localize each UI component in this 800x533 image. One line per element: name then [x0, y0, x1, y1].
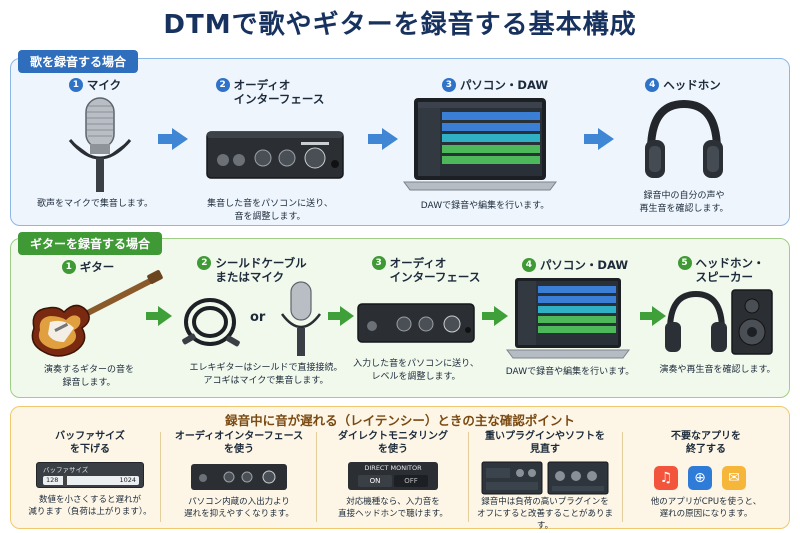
latency-point-interface: オーディオインターフェース を使う パソコン内蔵の入出力より 遅れを抑えやすくな… [164, 430, 314, 525]
vocal-step-daw-desc: DAWで録音や編集を行います。 [420, 201, 550, 211]
step-number: 1 [68, 78, 83, 92]
latency-point-buffer: バッファサイズ を下げる バッファサイズ 128 1024 数値を小さくすると遅… [20, 430, 160, 525]
laptop-daw-icon [403, 98, 557, 191]
audio-interface-icon [206, 131, 344, 179]
buffer-slider[interactable]: 128 1024 [43, 475, 139, 486]
condenser-mic-icon [280, 281, 322, 356]
step-number: 1 [61, 260, 76, 274]
latency-point-apps: 不要なアプリを 終了する ♫ ⊕ ✉ 他のアプリがCPUを使うと、 遅れの原因に… [626, 430, 786, 525]
direct-monitor-on-button[interactable]: ON [358, 475, 392, 487]
point-title: 重いプラグインやソフトを 見直す [485, 431, 605, 455]
buffer-max-label: 1024 [119, 476, 136, 484]
point-desc: 対応機種なら、入力音を 直接ヘッドホンで聴けます。 [338, 497, 448, 519]
latency-point-plugins: 重いプラグインやソフトを 見直す 録音中は負荷の高いプラグインを オフにすると改… [470, 430, 620, 531]
step-title: ヘッドホン [663, 78, 721, 92]
arrow-right-icon [158, 128, 188, 150]
point-desc: パソコン内蔵の入出力より 遅れを抑えやすくなります。 [184, 497, 294, 519]
step-number: 4 [645, 78, 660, 92]
guitar-step-daw-desc: DAWで録音や編集を行います。 [505, 367, 635, 377]
guitar-section-tag: ギターを録音する場合 [18, 232, 163, 255]
arrow-right-icon [584, 128, 614, 150]
or-label: or [250, 310, 266, 325]
step-number: 2 [215, 78, 230, 92]
arrow-right-icon [146, 306, 172, 326]
step-number: 4 [521, 258, 536, 272]
guitar-step-cable-desc: エレキギターはシールドで直接接続。 アコギはマイクで集音します。 [189, 363, 343, 386]
step-title: オーディオ インターフェース [233, 78, 325, 106]
browser-app-icon: ⊕ [688, 466, 712, 490]
point-title: 不要なアプリを 終了する [671, 431, 741, 455]
step-title: オーディオ インターフェース [389, 256, 481, 284]
plugin-window-icon [481, 461, 609, 495]
guitar-step-guitar-desc: 演奏するギターの音を 録音します。 [43, 365, 134, 388]
buffer-min-label: 128 [46, 476, 59, 484]
latency-point-direct-monitor: ダイレクトモニタリング を使う DIRECT MONITOR ON OFF 対応… [320, 430, 466, 525]
laptop-daw-icon [506, 278, 630, 359]
condenser-mic-icon [68, 97, 132, 192]
point-desc: 他のアプリがCPUを使うと、 遅れの原因になります。 [650, 497, 762, 519]
speaker-icon [731, 289, 773, 355]
audio-interface-icon [191, 464, 287, 490]
step-title: パソコン・DAW [459, 78, 549, 92]
buffer-size-label: バッファサイズ [43, 466, 89, 474]
headphones-icon [645, 99, 723, 178]
step-title: マイク [86, 78, 122, 92]
headphones-icon [665, 290, 727, 352]
point-desc: 数値を小さくすると遅れが 減ります（負荷は上がります）。 [28, 495, 152, 517]
guitar-step-interface-desc: 入力した音をパソコンに送り、 レベルを調整します。 [353, 359, 479, 382]
step-number: 2 [197, 256, 212, 270]
vocal-section-tag: 歌を録音する場合 [18, 50, 139, 73]
music-app-icon: ♫ [654, 466, 678, 490]
direct-monitor-off-button[interactable]: OFF [394, 475, 428, 487]
divider [468, 432, 469, 522]
divider [622, 432, 623, 522]
step-title: パソコン・DAW [539, 258, 629, 272]
point-desc: 録音中は負荷の高いプラグインを オフにすると改善することがあります。 [476, 497, 614, 531]
page-title: DTMで歌やギターを録音する基本構成 [163, 10, 637, 40]
vocal-step-interface-desc: 集音した音をパソコンに送り、 音を調整します。 [207, 199, 333, 222]
step-title: シールドケーブル またはマイク [215, 256, 307, 284]
electric-guitar-icon [31, 270, 163, 357]
step-number: 5 [677, 256, 692, 270]
arrow-right-icon [368, 128, 398, 150]
step-number: 3 [371, 256, 386, 270]
direct-monitor-label: DIRECT MONITOR [364, 464, 422, 472]
step-number: 3 [441, 78, 456, 92]
slider-thumb[interactable] [63, 475, 67, 486]
divider [160, 432, 161, 522]
shield-cable-icon [182, 298, 240, 347]
arrow-right-icon [640, 306, 666, 326]
buffer-size-widget: バッファサイズ 128 1024 [36, 462, 144, 488]
mail-app-icon: ✉ [722, 466, 746, 490]
audio-interface-icon [357, 303, 475, 343]
point-title: ダイレクトモニタリング を使う [338, 431, 448, 455]
arrow-right-icon [328, 306, 354, 326]
step-title: ギター [79, 260, 115, 274]
vocal-step-mic-desc: 歌声をマイクで集音します。 [37, 199, 153, 209]
step-title: ヘッドホン・ スピーカー [695, 256, 765, 284]
point-title: バッファサイズ を下げる [55, 431, 125, 455]
guitar-step-monitor-desc: 演奏や再生音を確認します。 [659, 365, 776, 375]
direct-monitor-widget: DIRECT MONITOR ON OFF [348, 462, 438, 490]
divider [316, 432, 317, 522]
vocal-step-headphones-desc: 録音中の自分の声や 再生音を確認します。 [639, 191, 729, 214]
latency-title: 録音中に音が遅れる（レイテンシー）ときの主な確認ポイント [225, 413, 575, 428]
arrow-right-icon [482, 306, 508, 326]
point-title: オーディオインターフェース を使う [174, 431, 304, 455]
